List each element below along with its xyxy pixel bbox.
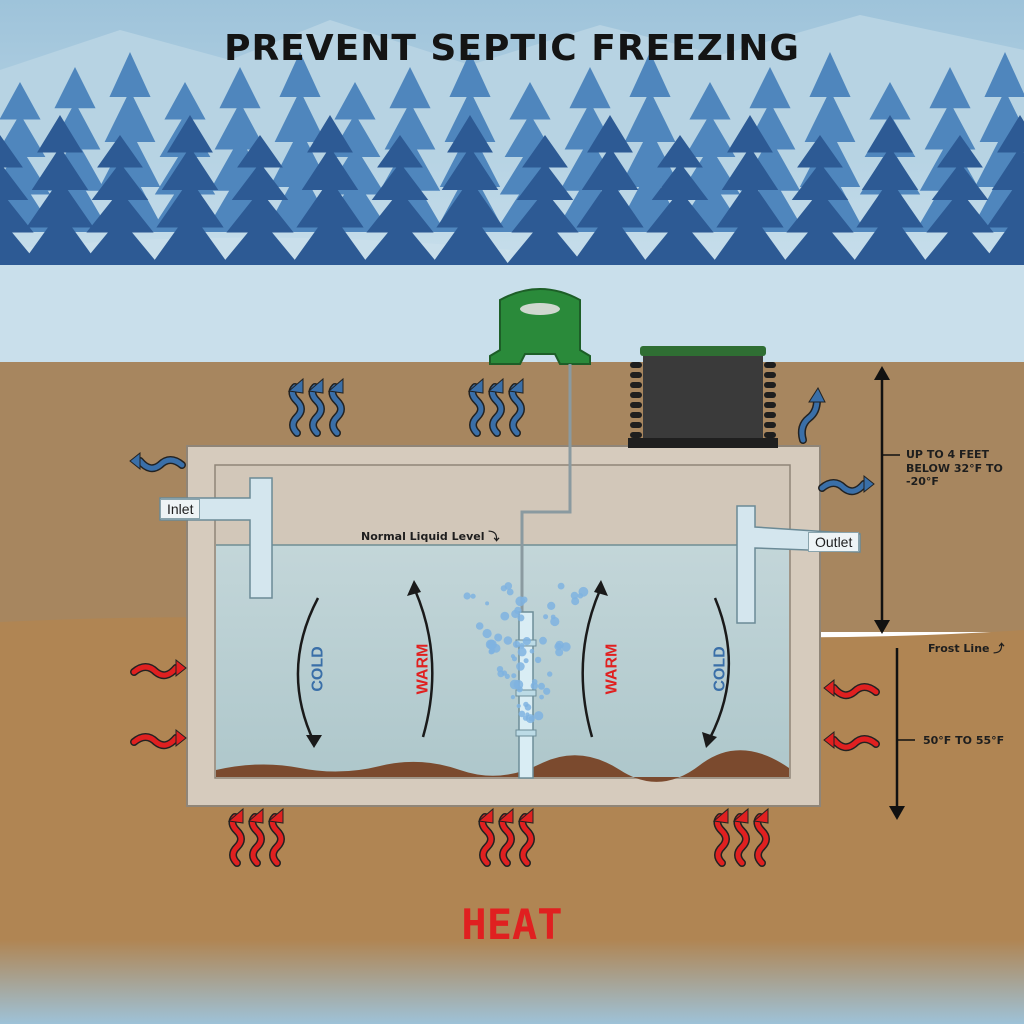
frost-line-label: Frost Line ⤴ xyxy=(928,640,1004,656)
inlet-label: Inlet xyxy=(160,499,201,519)
pine-tree xyxy=(641,135,719,265)
ground-temp-label: 50°F TO 55°F xyxy=(923,734,1005,747)
curved-arrow-icon: ⤵ xyxy=(488,530,500,543)
sludge-layer xyxy=(216,750,789,782)
air-line xyxy=(520,364,572,620)
depth-label-line1: UP TO 4 FEET xyxy=(906,448,990,461)
pine-tree xyxy=(571,115,649,265)
pine-tree xyxy=(781,135,859,265)
pine-tree xyxy=(711,115,789,265)
pine-tree xyxy=(981,115,1024,265)
air-bubbles-icon xyxy=(463,582,589,724)
depth-label-line2: BELOW 32°F TO -20°F xyxy=(906,462,1003,488)
pine-tree xyxy=(431,115,509,265)
normal-liquid-level-text: Normal Liquid Level xyxy=(361,530,485,543)
cold-label-left: COLD xyxy=(309,646,327,692)
pine-tree xyxy=(221,135,299,265)
soil-bottom-fade xyxy=(0,940,1024,1024)
pine-tree xyxy=(81,135,159,265)
pine-tree xyxy=(506,135,584,265)
heat-label: HEAT xyxy=(461,900,563,949)
pine-tree xyxy=(151,115,229,265)
page-title: PREVENT SEPTIC FREEZING xyxy=(224,28,800,69)
tank-water xyxy=(216,545,789,777)
frost-line-text: Frost Line xyxy=(928,642,990,655)
pine-tree xyxy=(291,115,369,265)
aerator-pump-icon xyxy=(489,288,591,365)
pine-tree xyxy=(361,135,439,265)
outlet-label: Outlet xyxy=(808,532,860,552)
diffuser xyxy=(515,611,537,779)
warm-label-right: WARM xyxy=(603,643,621,695)
pine-tree xyxy=(851,115,929,265)
riser-lid-icon xyxy=(628,346,778,448)
circulation-arrows xyxy=(296,589,731,743)
curved-arrow-up-icon: ⤴ xyxy=(993,642,1005,655)
heat-and-cold-waves xyxy=(129,377,880,867)
depth-markers xyxy=(874,366,915,820)
circulation-arrowheads xyxy=(306,580,717,748)
pine-tree xyxy=(921,135,999,265)
cold-label-right: COLD xyxy=(711,646,729,692)
pine-tree xyxy=(21,115,99,265)
normal-liquid-level-label: Normal Liquid Level ⤵ xyxy=(361,528,499,544)
forest xyxy=(0,52,1024,265)
warm-label-left: WARM xyxy=(414,643,432,695)
pine-tree xyxy=(0,135,39,265)
